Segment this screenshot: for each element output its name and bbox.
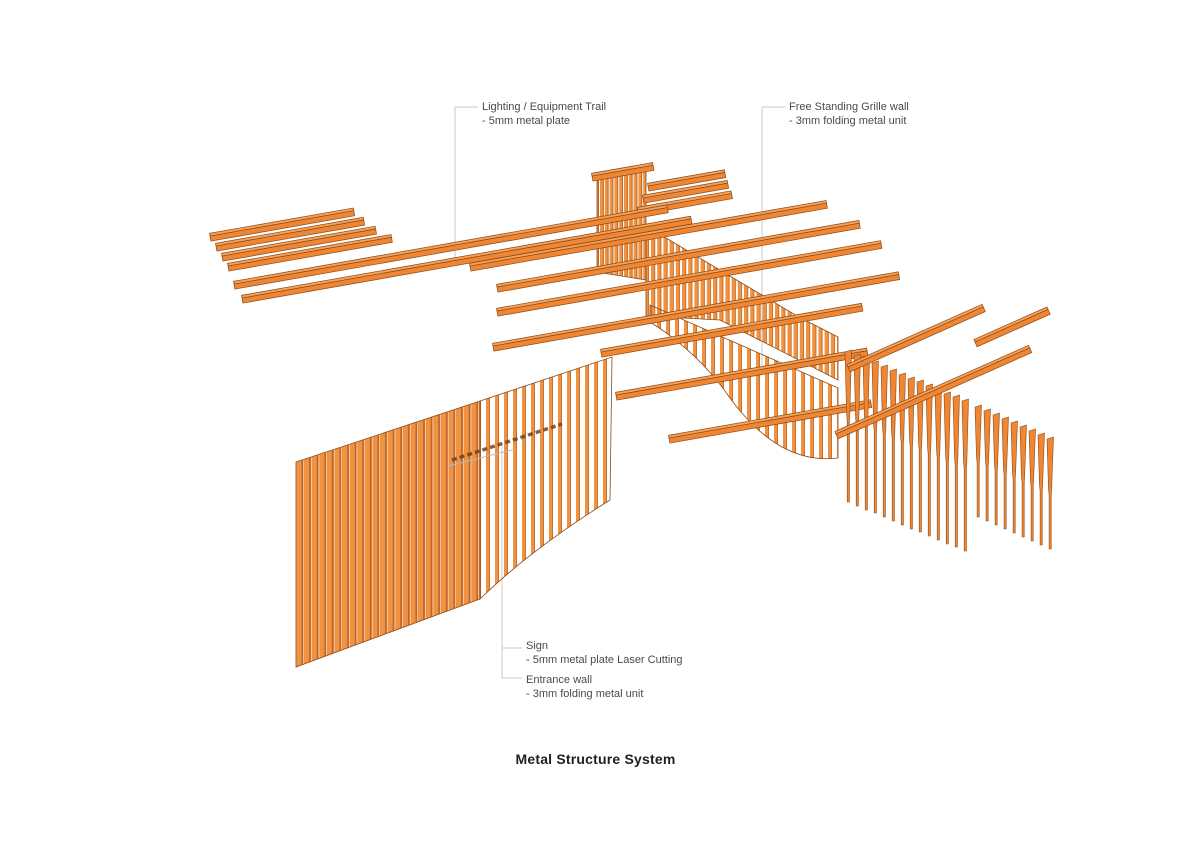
beam <box>221 225 377 262</box>
beam <box>642 180 730 204</box>
entrance-wall-dense <box>295 400 481 668</box>
drawing-title: Metal Structure System <box>515 751 676 767</box>
label-lighting-trail-title: Lighting / Equipment Trail <box>482 101 607 113</box>
beam <box>615 347 869 401</box>
tower-cap-plate <box>591 162 655 182</box>
label-entrance-wall: Entrance wall - 3mm folding metal unit <box>526 673 643 701</box>
leader-grille-wall <box>761 106 785 371</box>
beam <box>668 399 873 444</box>
label-sign-spec: - 5mm metal plate Laser Cutting <box>526 654 683 666</box>
left-beam-cluster <box>209 204 693 304</box>
beam <box>496 220 861 293</box>
beam <box>241 215 693 304</box>
middle-beam-cluster <box>469 200 901 444</box>
label-lighting-trail-spec: - 5mm metal plate <box>482 115 571 127</box>
entrance-wall <box>295 356 613 668</box>
label-lighting-trail: Lighting / Equipment Trail - 5mm metal p… <box>482 100 606 128</box>
beam <box>209 207 356 242</box>
beam <box>647 169 727 192</box>
label-grille-wall-spec: - 3mm folding metal unit <box>789 115 907 127</box>
beam <box>492 271 901 352</box>
label-grille-wall: Free Standing Grille wall - 3mm folding … <box>789 100 909 128</box>
fin-tower <box>591 162 655 281</box>
beam <box>496 240 883 317</box>
sign-lasercut-marks <box>447 422 563 467</box>
beam <box>227 234 393 272</box>
beam <box>215 216 366 252</box>
beam <box>834 344 1033 440</box>
right-grille-beams <box>834 303 1051 440</box>
beam <box>846 303 986 373</box>
entrance-wall-open-section <box>479 356 613 600</box>
label-entrance-wall-spec: - 3mm folding metal unit <box>526 688 644 700</box>
label-sign: Sign - 5mm metal plate Laser Cutting <box>526 639 683 667</box>
label-entrance-wall-title: Entrance wall <box>526 674 593 686</box>
beam <box>469 200 828 272</box>
label-grille-wall-title: Free Standing Grille wall <box>789 101 909 113</box>
beam <box>600 302 864 358</box>
beam <box>233 204 669 290</box>
beam <box>973 306 1051 348</box>
right-grille-fins-back <box>974 404 1054 550</box>
leader-lighting-trail <box>454 106 478 262</box>
label-sign-title: Sign <box>526 640 549 652</box>
